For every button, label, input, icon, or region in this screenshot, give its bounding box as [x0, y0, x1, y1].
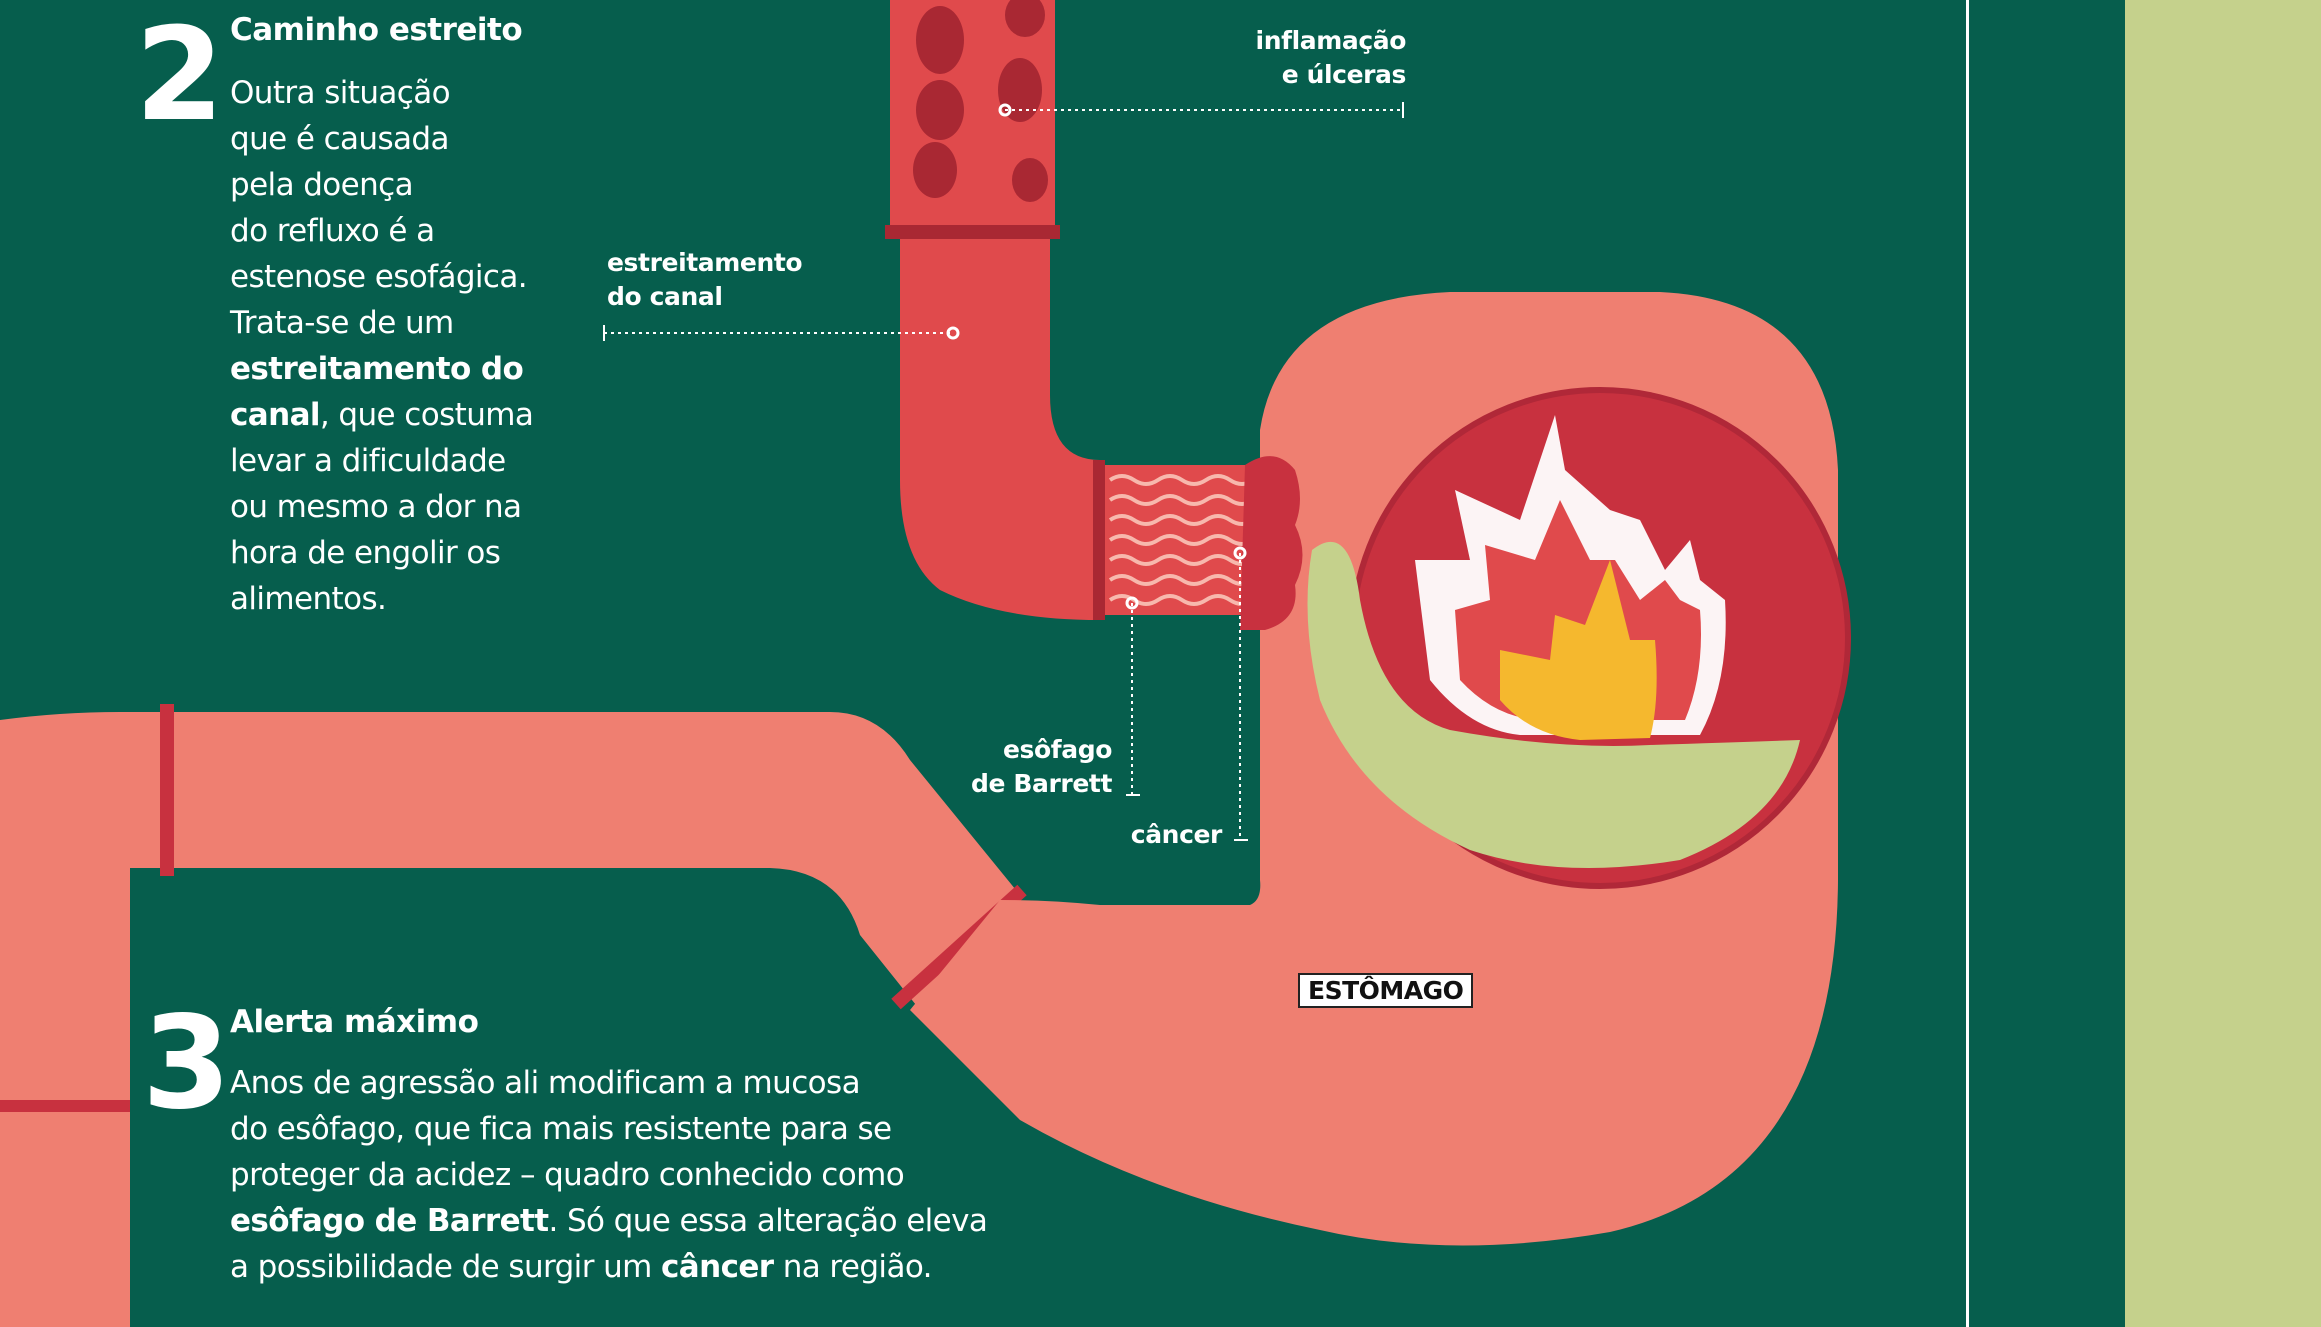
- leader-dots: [946, 103, 1247, 610]
- section-2-body-line: do refluxo é a: [230, 208, 533, 254]
- section-3-body-text: proteger da acidez – quadro conhecido co…: [230, 1157, 905, 1193]
- esophagus-spot: [1005, 0, 1045, 37]
- section-2-body-text: Outra situação: [230, 75, 451, 111]
- side-strip: [2125, 0, 2321, 1327]
- section-2-body-line: que é causada: [230, 116, 533, 162]
- section-2-body-line: alimentos.: [230, 576, 533, 622]
- section-3-body-line: Anos de agressão ali modificam a mucosa: [230, 1060, 987, 1106]
- section-3-body-text: na região.: [773, 1249, 933, 1285]
- section-3-body-text: do esôfago, que fica mais resistente par…: [230, 1111, 892, 1147]
- section-2-number: 2: [135, 1, 224, 150]
- intestine-pipe: [0, 712, 1020, 1327]
- leader-ticks: [603, 102, 1404, 841]
- section-3-body-line: a possibilidade de surgir um câncer na r…: [230, 1244, 987, 1290]
- section-2-body-text: que é causada: [230, 121, 449, 157]
- esophagus-spot: [916, 80, 964, 140]
- pipe-ring: [160, 704, 174, 876]
- section-2-body: Outra situação que é causada pela doença do…: [230, 70, 534, 622]
- section-2-body-line: canal, que costuma: [230, 392, 534, 438]
- leader-lines: [604, 109, 1403, 840]
- section-2-body-text: , que costuma: [319, 397, 534, 433]
- esophagus-spot: [913, 142, 957, 198]
- section-2-body-text: canal: [230, 397, 321, 433]
- esophagus-bend: [900, 239, 1100, 620]
- section-3-title: Alerta máximo: [230, 1004, 479, 1040]
- section-2-body-text: do refluxo é a: [230, 213, 435, 249]
- label-line: do canal: [607, 282, 723, 311]
- section-3-number: 3: [142, 989, 231, 1138]
- section-2-body-text: Trata-se de um: [230, 305, 454, 341]
- label-line: estreitamento: [607, 248, 803, 277]
- barrett-section: [1100, 465, 1250, 615]
- section-3-body-text: esôfago de Barrett: [230, 1203, 549, 1239]
- section-3-body-text: câncer: [661, 1249, 774, 1285]
- esophagus-spot: [998, 58, 1042, 122]
- stomach-acid: [1307, 541, 1800, 868]
- label-line: inflamação: [1255, 26, 1407, 55]
- section-2-body-line: Outra situação: [230, 70, 533, 116]
- label-barrett: esôfago de Barrett: [971, 733, 1112, 801]
- section-2-body-line: pela doença: [230, 162, 533, 208]
- esophagus-spot: [1012, 158, 1048, 202]
- esophagus-spot: [916, 6, 964, 74]
- label-narrowing: estreitamento do canal: [607, 246, 803, 314]
- section-2-body-line: estreitamento do: [230, 346, 533, 392]
- esophagus-ring: [1093, 460, 1105, 620]
- section-3-body-text: Anos de agressão ali modificam a mucosa: [230, 1065, 861, 1101]
- section-2-body-line: estenose esofágica.: [230, 254, 533, 300]
- label-line: e úlceras: [1281, 60, 1407, 89]
- section-2-body-text: levar a dificuldade: [230, 443, 506, 479]
- section-2-body-line: levar a dificuldade: [230, 438, 533, 484]
- section-2-body-text: alimentos.: [230, 581, 387, 617]
- label-line: de Barrett: [971, 769, 1112, 798]
- section-3-body-line: proteger da acidez – quadro conhecido co…: [230, 1152, 987, 1198]
- section-2-body-text: estenose esofágica.: [230, 259, 528, 295]
- section-2-title: Caminho estreito: [230, 12, 523, 48]
- esophagus-ring: [885, 225, 1060, 239]
- barrett-waves: [1108, 474, 1256, 606]
- stomach-label: ESTÔMAGO: [1298, 973, 1474, 1008]
- section-2-body-line: Trata-se de um: [230, 300, 533, 346]
- section-3-body-line: do esôfago, que fica mais resistente par…: [230, 1106, 987, 1152]
- section-3-body-text: a possibilidade de surgir um: [230, 1249, 661, 1285]
- section-2-body-text: ou mesmo a dor na: [230, 489, 522, 525]
- section-3-body-text: . Só que essa alteração eleva: [548, 1203, 988, 1239]
- cancer-lump: [1240, 456, 1303, 630]
- section-2-body-line: ou mesmo a dor na: [230, 484, 533, 530]
- label-line: esôfago: [1002, 735, 1112, 764]
- section-2-body-text: hora de engolir os: [230, 535, 501, 571]
- section-2-body-line: hora de engolir os: [230, 530, 533, 576]
- flame-core: [1500, 560, 1657, 740]
- column-divider: [1966, 0, 1969, 1327]
- label-line: câncer: [1130, 820, 1223, 849]
- label-inflammation: inflamação e úlceras: [1255, 24, 1407, 92]
- section-2-body-text: pela doença: [230, 167, 414, 203]
- pipe-ring: [0, 1100, 130, 1112]
- section-3-body-line: esôfago de Barrett. Só que essa alteraçã…: [230, 1198, 988, 1244]
- section-2-body-text: estreitamento do: [230, 351, 524, 387]
- label-cancer: câncer: [1130, 818, 1223, 852]
- section-3-body: Anos de agressão ali modificam a mucosa d…: [230, 1060, 988, 1290]
